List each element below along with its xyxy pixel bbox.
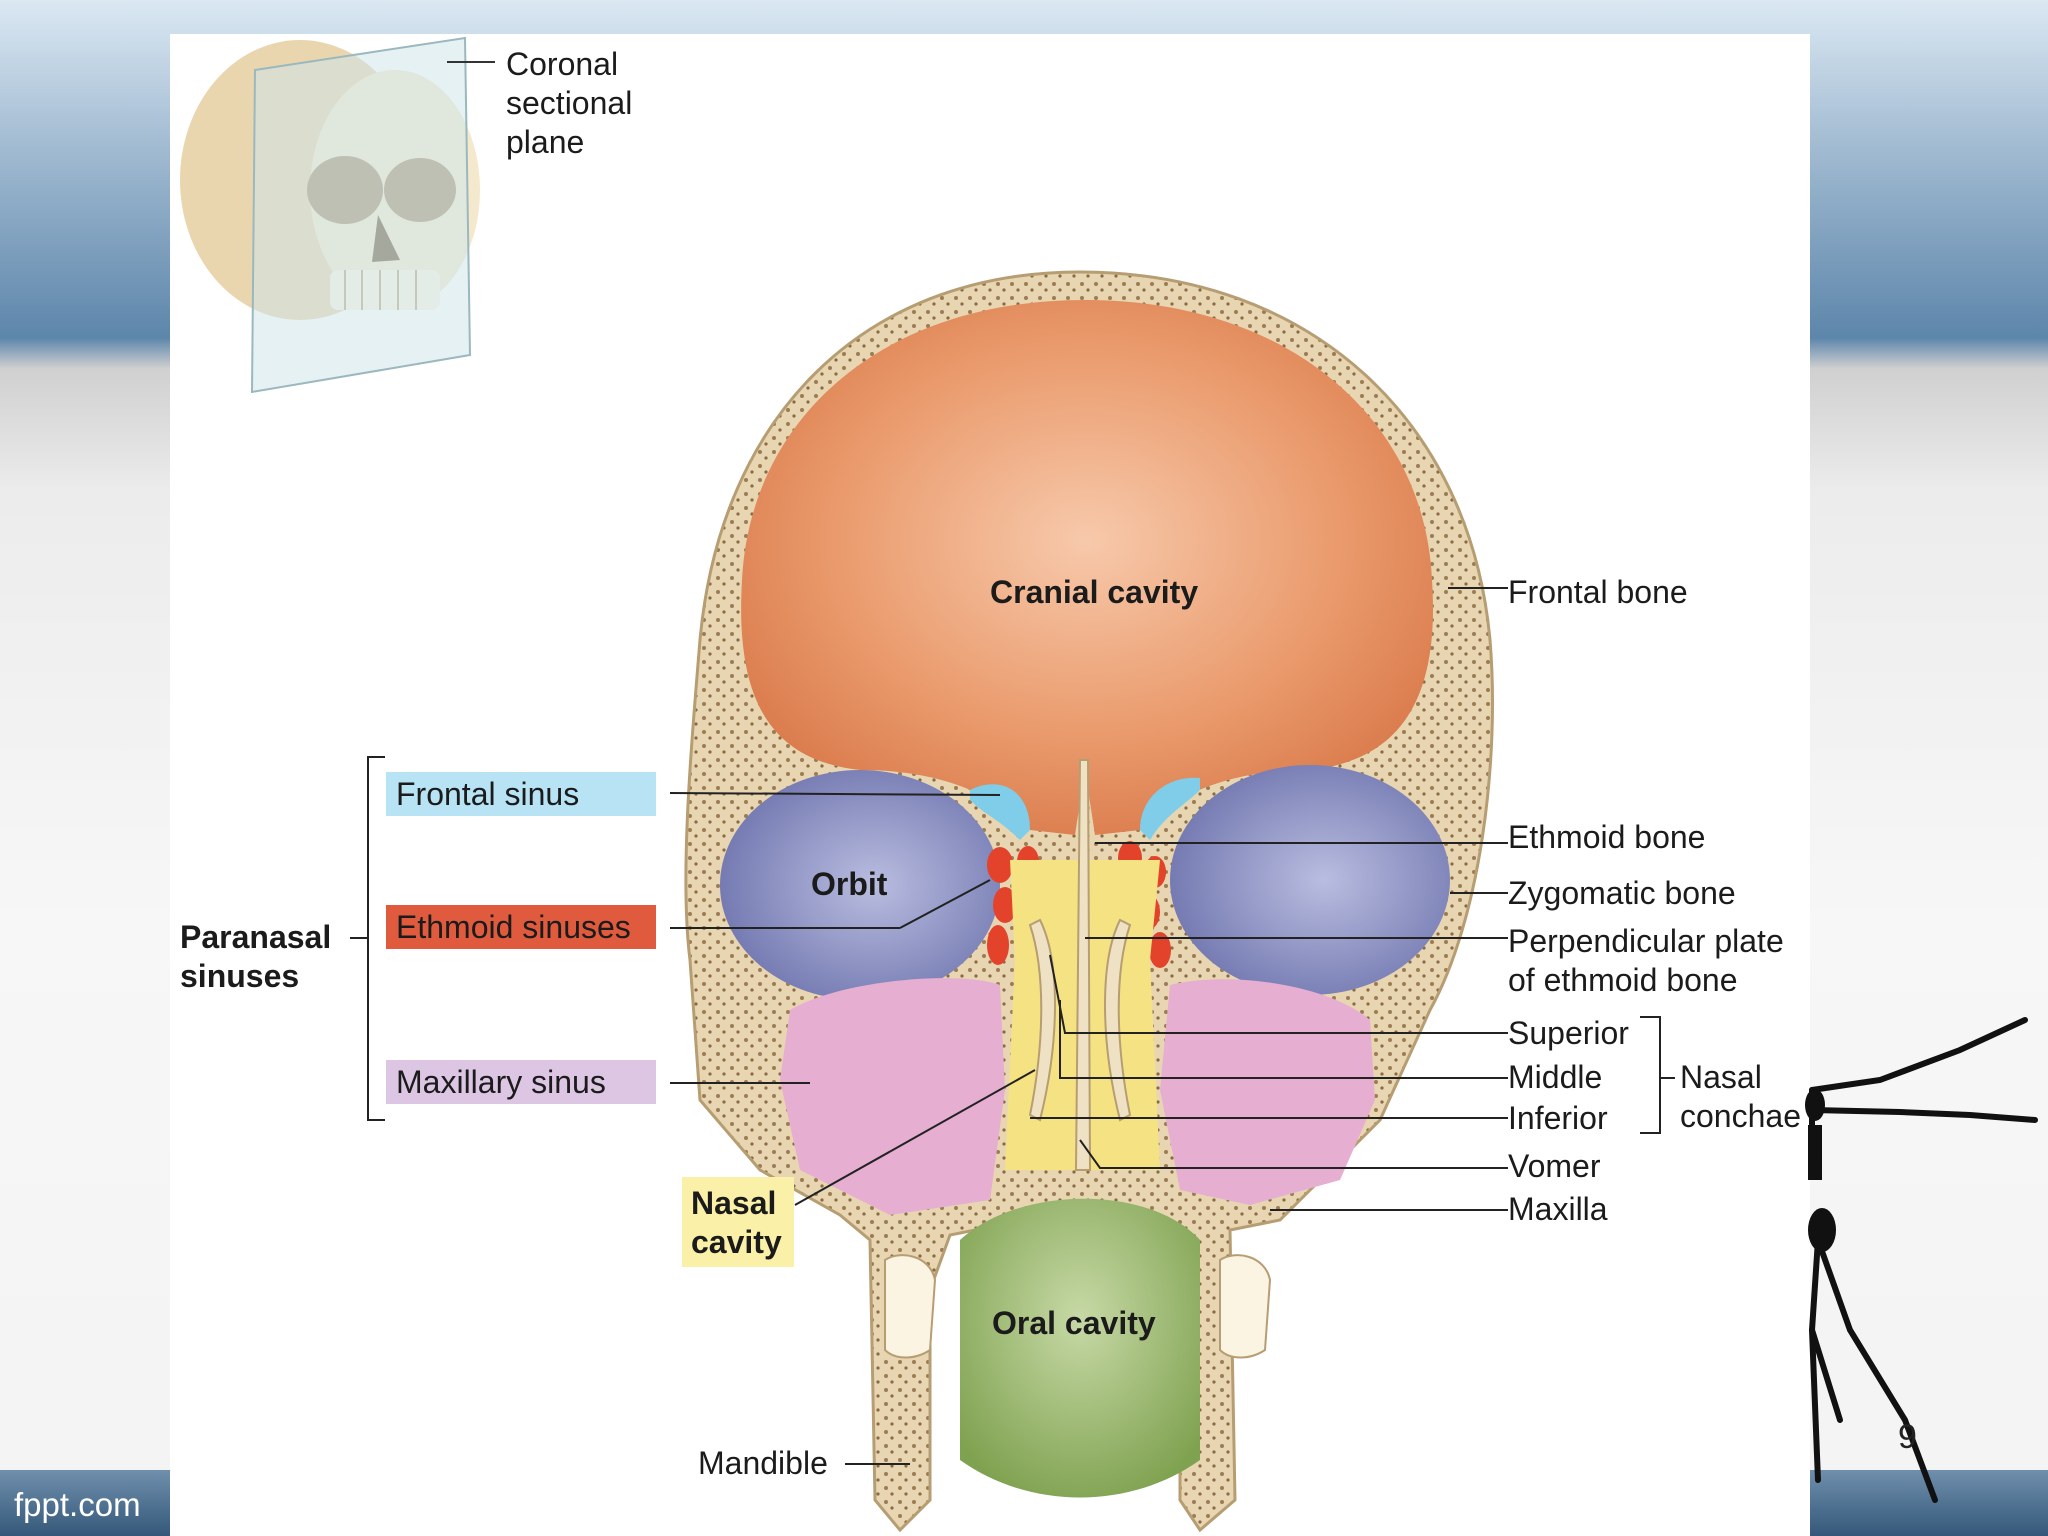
zygomatic-bone-label: Zygomatic bone — [1508, 875, 1736, 911]
slide-page-number: 9 — [1898, 1418, 1917, 1456]
paranasal-sinuses-label-line1: Paranasal — [180, 919, 332, 955]
frontal-sinus-label: Frontal sinus — [386, 772, 656, 816]
leader-lines — [350, 587, 1675, 1465]
paranasal-sinuses-label-line2: sinuses — [180, 958, 300, 994]
teeth — [884, 1254, 1272, 1359]
frontal-sinus-left — [970, 784, 1030, 840]
maxillary-sinus-right — [1160, 979, 1375, 1205]
orbit-label: Orbit — [811, 866, 888, 902]
coronal-plane-label-line3: plane — [506, 124, 585, 160]
nasal-cavity-label-line1: Nasal — [691, 1185, 777, 1221]
frontal-bone-label: Frontal bone — [1508, 574, 1688, 610]
ethmoid-sinuses-label: Ethmoid sinuses — [386, 905, 656, 949]
inset-skull — [180, 36, 495, 394]
oral-cavity-label: Oral cavity — [992, 1305, 1156, 1341]
footer-brand: fppt.com — [14, 1486, 141, 1523]
perpendicular-plate-label-line1: Perpendicular plate — [1508, 923, 1784, 959]
maxillary-sinus-label: Maxillary sinus — [386, 1060, 656, 1104]
coronal-plane-label-line2: sectional — [506, 85, 633, 121]
nasal-conchae-label-line2: conchae — [1680, 1098, 1801, 1134]
orbit-right-region — [1170, 765, 1450, 995]
middle-concha-label: Middle — [1508, 1059, 1603, 1095]
frontal-sinus-right — [1140, 777, 1200, 840]
orbit-left-region — [720, 770, 1000, 1000]
maxillary-sinus-left — [780, 978, 1005, 1215]
inferior-concha-label: Inferior — [1508, 1100, 1608, 1136]
oral-cavity-region — [960, 1198, 1200, 1498]
perpendicular-plate-label-line2: of ethmoid bone — [1508, 962, 1738, 998]
superior-concha-label: Superior — [1508, 1015, 1629, 1051]
ethmoid-bone-label: Ethmoid bone — [1508, 819, 1706, 855]
maxilla-label: Maxilla — [1508, 1191, 1608, 1227]
vomer-label: Vomer — [1508, 1148, 1601, 1184]
nasal-conchae-label-line1: Nasal — [1680, 1059, 1762, 1095]
cranial-cavity-label: Cranial cavity — [990, 574, 1199, 610]
mandible-label: Mandible — [698, 1445, 828, 1481]
coronal-plane-label-line1: Coronal — [506, 46, 619, 82]
nasal-cavity-label-box — [682, 1177, 794, 1267]
nasal-cavity-label-line2: cavity — [691, 1224, 782, 1260]
cranial-cavity-region — [741, 300, 1433, 835]
